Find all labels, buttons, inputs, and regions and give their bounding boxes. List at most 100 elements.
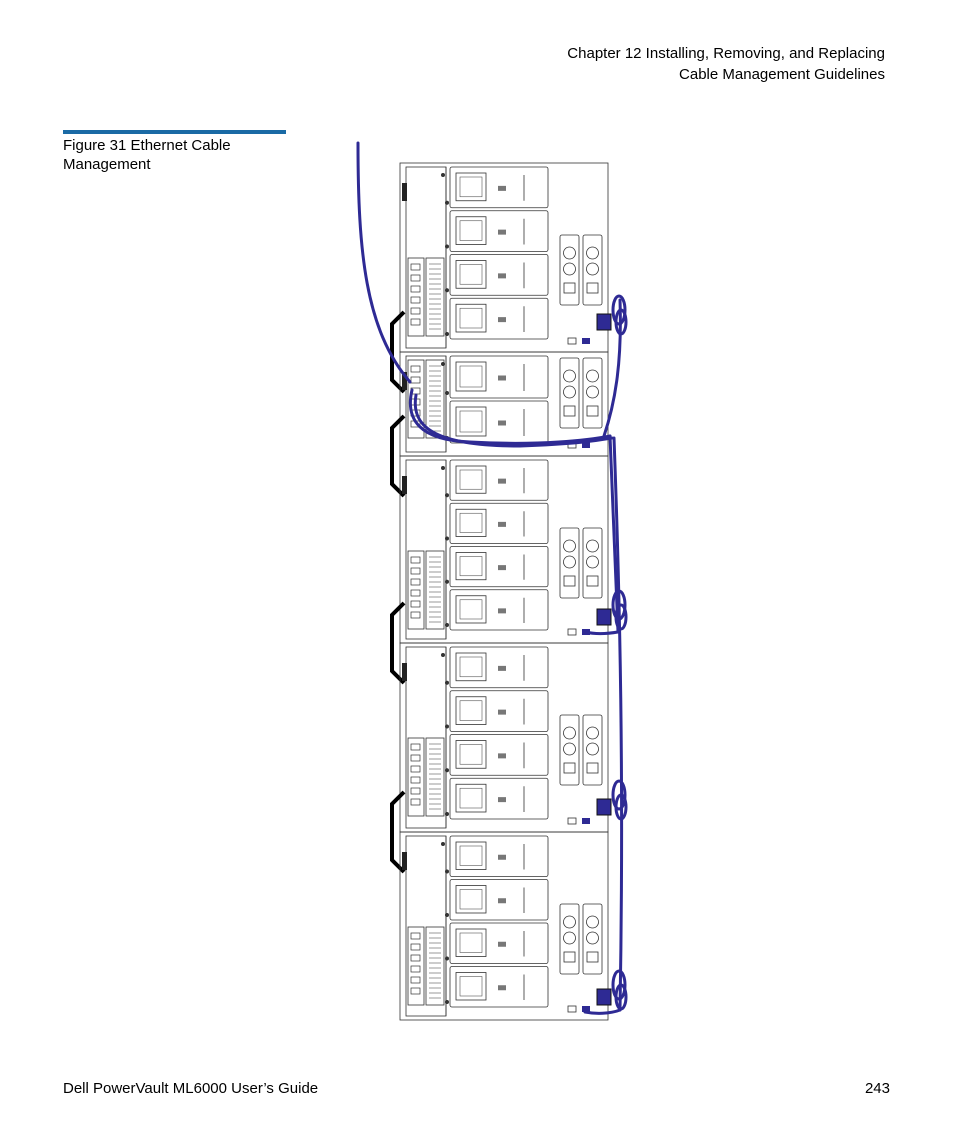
drive-sled xyxy=(449,835,549,877)
power-inlet xyxy=(563,405,576,417)
rack-handle xyxy=(390,790,406,874)
drive-connector xyxy=(455,260,487,289)
drive-sled xyxy=(449,690,549,732)
drive-connector xyxy=(455,972,487,1001)
drive-sled xyxy=(449,210,549,252)
power-inlet xyxy=(586,282,599,294)
drive-connector-inner xyxy=(459,556,483,577)
cable-clip xyxy=(596,798,612,816)
power-supply xyxy=(559,903,580,975)
port xyxy=(410,743,421,751)
drive-connector-inner xyxy=(459,220,483,241)
port xyxy=(410,365,421,373)
power-supply-fan xyxy=(563,915,576,929)
port xyxy=(410,567,421,575)
figure-caption: Figure 31 Ethernet Cable Management xyxy=(63,137,231,173)
sled-screw xyxy=(445,493,449,498)
port xyxy=(410,307,421,315)
ethernet-cable xyxy=(356,141,412,384)
module-latch xyxy=(402,372,407,390)
drive-connector-inner xyxy=(459,700,483,721)
port xyxy=(410,376,421,384)
sled-screw xyxy=(445,1000,449,1004)
port xyxy=(410,600,421,608)
drive-connector xyxy=(455,508,487,537)
drive-connector-inner xyxy=(459,307,483,329)
power-supply-fan xyxy=(586,262,599,276)
drive-label xyxy=(498,317,506,323)
drive-sled xyxy=(449,355,549,399)
chapter-title: Chapter 12 Installing, Removing, and Rep… xyxy=(567,45,885,62)
library-rear-illustration xyxy=(356,141,628,1021)
drive-label xyxy=(498,478,506,484)
cable-clip xyxy=(596,988,612,1006)
controller-card xyxy=(425,257,445,337)
power-inlet xyxy=(563,951,576,963)
ethernet-port xyxy=(567,1005,577,1013)
drive-label xyxy=(498,420,506,426)
power-supply-fan xyxy=(563,726,576,740)
sled-screw xyxy=(445,200,449,205)
sled-screw xyxy=(445,623,449,627)
controller-card xyxy=(407,737,425,817)
power-supply-fan xyxy=(586,931,599,945)
power-inlet xyxy=(563,575,576,587)
power-supply-fan xyxy=(586,246,599,260)
drive-label xyxy=(498,608,506,614)
drive-connector-inner xyxy=(459,512,483,533)
drive-label xyxy=(498,273,506,279)
sled-screw xyxy=(445,724,449,729)
power-supply-fan xyxy=(563,555,576,569)
power-supply-fan xyxy=(563,931,576,945)
drive-sled xyxy=(449,734,549,776)
power-inlet xyxy=(586,405,599,417)
drive-label xyxy=(498,797,506,803)
library-module xyxy=(390,162,609,394)
cable-coil xyxy=(614,793,628,821)
drive-connector xyxy=(455,595,487,624)
drive-connector-inner xyxy=(459,176,483,198)
module-latch xyxy=(402,476,407,494)
power-supply-fan xyxy=(563,262,576,276)
power-supply xyxy=(582,357,603,429)
drive-connector-inner xyxy=(459,889,483,910)
sled-screw xyxy=(445,536,449,541)
cable-coil xyxy=(611,589,627,621)
sled-screw xyxy=(445,332,449,336)
drive-sled xyxy=(449,459,549,501)
section-title: Cable Management Guidelines xyxy=(679,66,885,83)
module-chassis xyxy=(399,162,609,353)
library-module xyxy=(390,455,609,685)
power-supply xyxy=(582,903,603,975)
power-supply xyxy=(559,357,580,429)
sled-screw xyxy=(445,812,449,816)
sled-screw xyxy=(445,913,449,917)
drive-connector-inner xyxy=(459,932,483,953)
cable-coil xyxy=(611,294,627,326)
sled-screw xyxy=(445,288,449,293)
power-supply-fan xyxy=(563,385,576,399)
power-supply-fan xyxy=(586,742,599,756)
rack-handle xyxy=(390,601,406,685)
library-module xyxy=(390,642,609,874)
module-latch xyxy=(402,663,407,681)
drive-connector-inner xyxy=(459,410,483,433)
power-supply-fan xyxy=(586,726,599,740)
page-footer: Dell PowerVault ML6000 User’s Guide 243 xyxy=(63,1080,890,1097)
port xyxy=(410,954,421,962)
drive-connector xyxy=(455,885,487,914)
drive-connector xyxy=(455,172,487,202)
cable-coil xyxy=(611,969,627,1001)
sled-screw xyxy=(445,680,449,685)
drive-connector xyxy=(455,841,487,870)
module-chassis xyxy=(399,642,609,833)
drive-connector xyxy=(455,783,487,813)
power-supply-fan xyxy=(586,915,599,929)
controller-card xyxy=(407,257,425,337)
module-chassis xyxy=(399,455,609,644)
sled-screw xyxy=(445,768,449,773)
drive-connector xyxy=(455,652,487,682)
ethernet-port xyxy=(567,817,577,825)
cable-coil xyxy=(614,308,628,336)
rack-handle xyxy=(390,414,406,498)
